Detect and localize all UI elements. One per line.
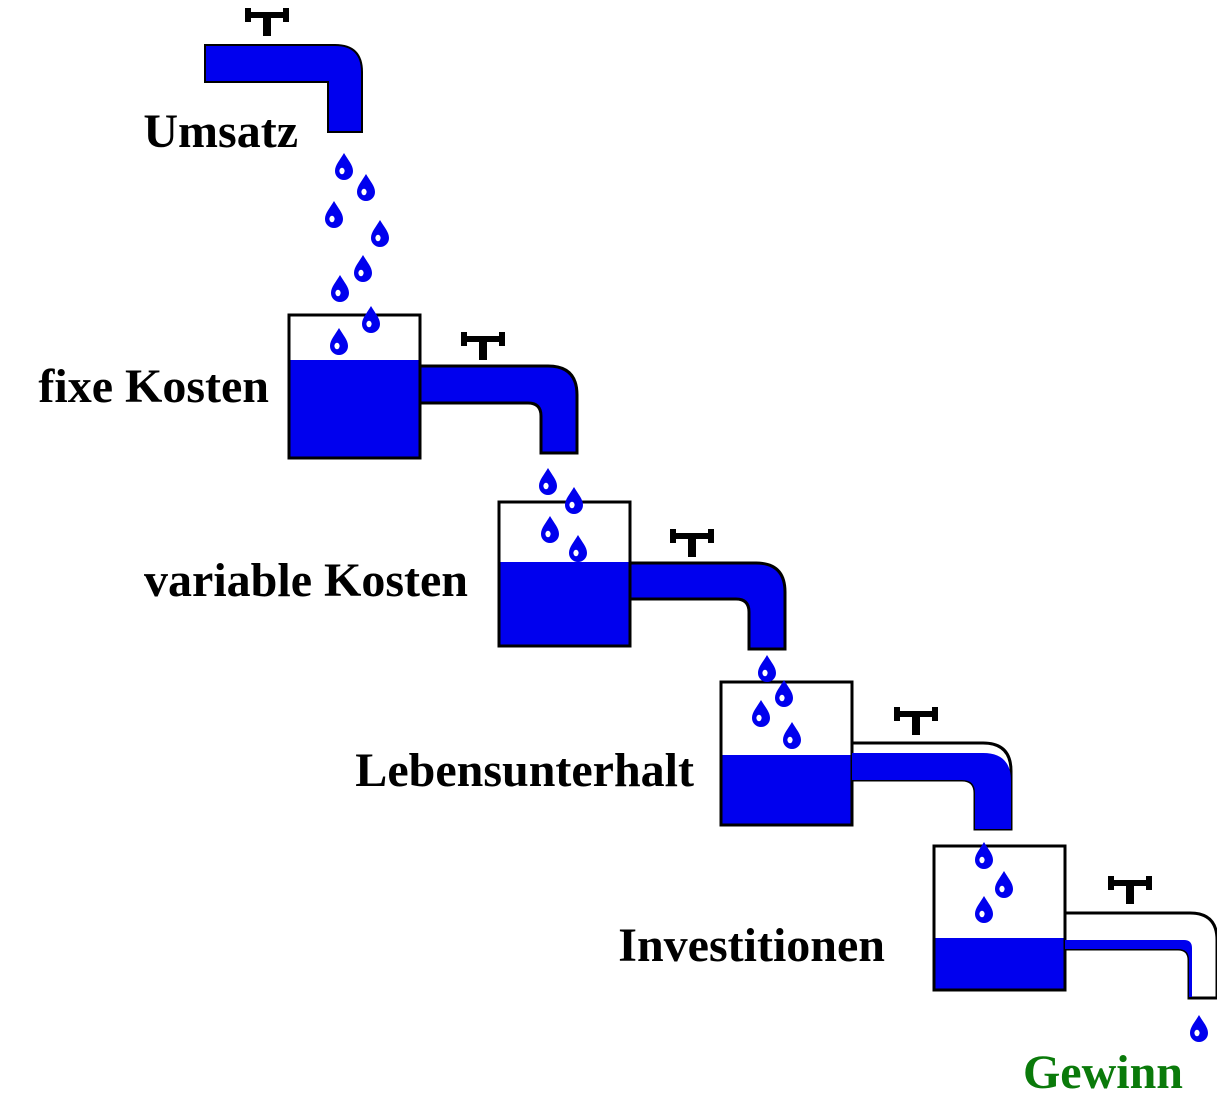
container-living-costs	[719, 680, 1013, 831]
label-profit: Gewinn	[1022, 1046, 1183, 1099]
label-living-costs: Lebensunterhalt	[355, 744, 694, 797]
label-variable-costs: variable Kosten	[144, 554, 468, 607]
label-fixed-costs: fixe Kosten	[38, 360, 269, 413]
source-faucet-icon	[204, 8, 363, 133]
label-investments: Investitionen	[618, 919, 885, 972]
label-revenue: Umsatz	[143, 105, 298, 158]
container-fixed-costs	[287, 313, 579, 460]
container-investments	[932, 844, 1217, 1000]
container-variable-costs	[497, 500, 787, 651]
